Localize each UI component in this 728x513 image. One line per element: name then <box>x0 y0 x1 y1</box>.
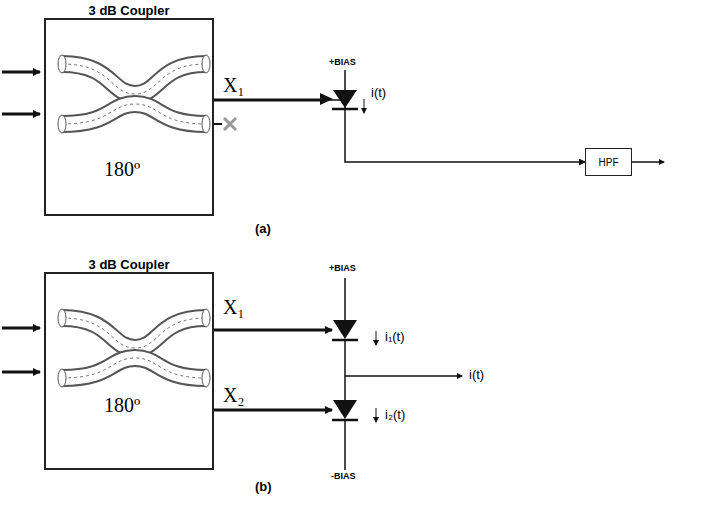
phase-label: 180º <box>104 394 140 417</box>
output-arrow <box>632 161 664 163</box>
fiber-coupler-art <box>58 309 210 387</box>
input-arrow <box>2 327 40 330</box>
photodiode-a <box>320 70 364 113</box>
panel-label: (b) <box>254 480 273 494</box>
bias-label: -BIAS <box>330 472 357 482</box>
input-arrow <box>2 113 40 116</box>
terminated-port <box>213 118 236 130</box>
current-label: i₂(t) <box>384 408 406 422</box>
optical-output <box>214 99 321 102</box>
signal-wire <box>214 100 585 162</box>
port-label: X₁ <box>222 74 245 96</box>
coupler-box: 3 dB Coupler180º <box>44 272 214 470</box>
current-label: i₁(t) <box>384 330 406 344</box>
panel-label: (a) <box>254 222 272 236</box>
coupler-box: 3 dB Coupler180º <box>44 18 214 216</box>
port-label: X₂ <box>222 384 245 406</box>
current-label: i(t) <box>468 368 485 382</box>
bias-label: +BIAS <box>328 58 357 68</box>
box-title: 3 dB Coupler <box>46 257 212 272</box>
input-arrow <box>2 71 40 74</box>
current-label: i(t) <box>370 86 387 100</box>
filter-label: HPF <box>599 157 619 168</box>
port-label: X₁ <box>222 296 245 318</box>
fiber-coupler-art <box>58 55 210 133</box>
balanced-photodiodes <box>213 278 462 470</box>
box-title: 3 dB Coupler <box>46 3 212 18</box>
input-arrow <box>2 371 40 374</box>
bias-label: +BIAS <box>328 264 357 274</box>
phase-label: 180º <box>104 158 140 181</box>
filter-box: HPF <box>585 148 632 176</box>
